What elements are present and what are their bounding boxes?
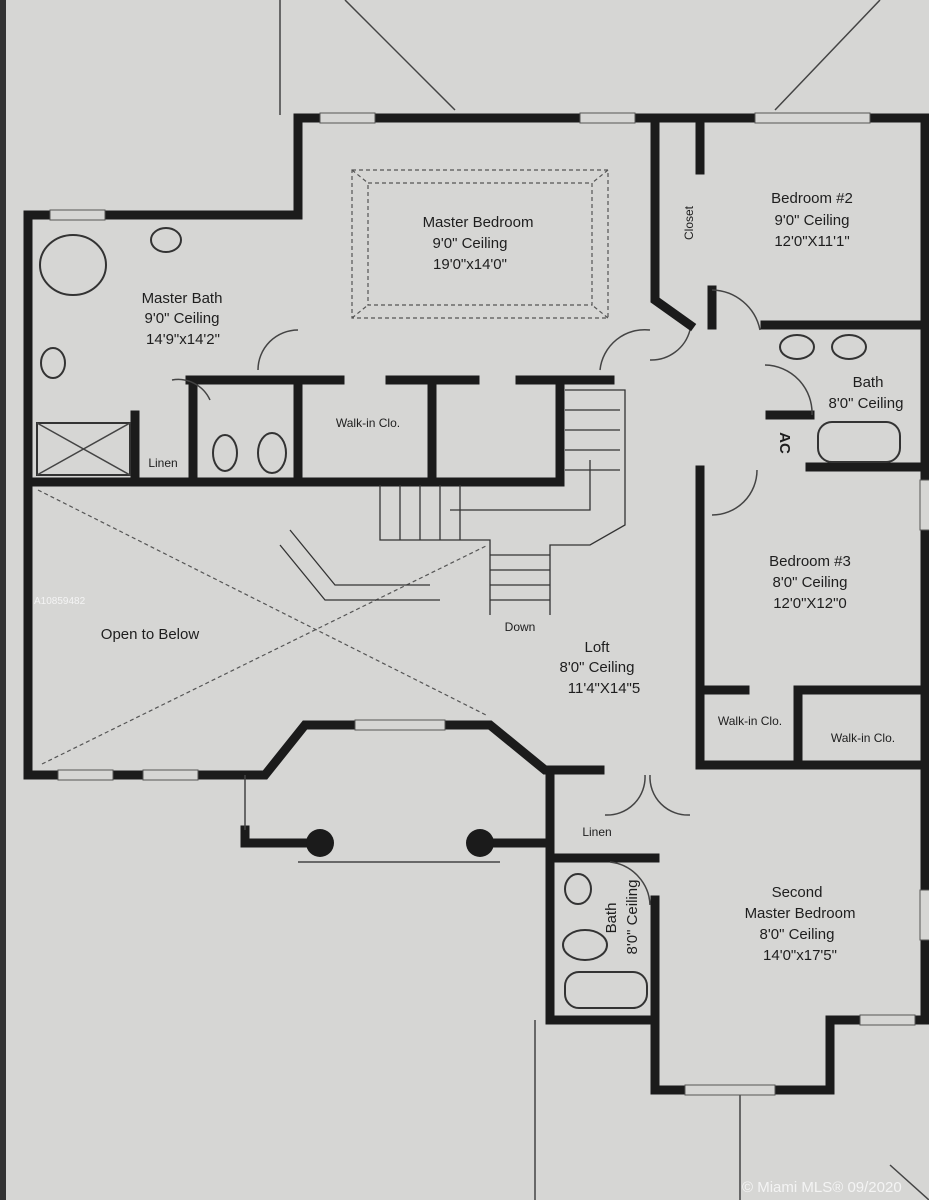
svg-text:Master Bath: Master Bath: [142, 290, 223, 307]
svg-text:19'0"x14'0": 19'0"x14'0": [433, 256, 507, 273]
svg-text:14'0"x17'5": 14'0"x17'5": [763, 947, 837, 964]
svg-text:Loft: Loft: [584, 639, 610, 656]
label-closet: Closet: [682, 205, 696, 240]
open-to-below-x: [37, 489, 489, 765]
label-walkin-master: Walk-in Clo.: [336, 416, 400, 430]
label-down: Down: [505, 620, 536, 634]
svg-text:12'0"X12"0: 12'0"X12"0: [773, 595, 847, 612]
copyright-watermark: © Miami MLS® 09/2020: [742, 1179, 902, 1196]
svg-text:9'0" Ceiling: 9'0" Ceiling: [145, 310, 220, 327]
fixtures: [36, 227, 901, 1009]
svg-text:9'0" Ceiling: 9'0" Ceiling: [775, 212, 850, 229]
svg-text:Second: Second: [772, 884, 823, 901]
room-bedroom-3: Bedroom #3 8'0" Ceiling 12'0"X12"0: [769, 553, 851, 612]
label-ac: AC: [776, 432, 793, 454]
svg-text:8'0" Ceiling: 8'0" Ceiling: [624, 880, 641, 955]
room-bedroom-2: Bedroom #2 9'0" Ceiling 12'0"X11'1": [771, 190, 853, 250]
svg-text:Master Bedroom: Master Bedroom: [745, 905, 856, 922]
label-linen-upper: Linen: [148, 456, 177, 470]
label-walkin-b3-left: Walk-in Clo.: [718, 714, 782, 728]
tray-ceiling: [351, 169, 609, 319]
svg-text:Bedroom #3: Bedroom #3: [769, 553, 851, 570]
svg-text:Master Bedroom: Master Bedroom: [423, 214, 534, 231]
room-bath-lower: Bath 8'0" Ceiling: [603, 880, 641, 955]
svg-text:9'0" Ceiling: 9'0" Ceiling: [433, 235, 508, 252]
svg-text:14'9"x14'2": 14'9"x14'2": [146, 331, 220, 348]
svg-text:12'0"X11'1": 12'0"X11'1": [774, 233, 849, 250]
room-second-master: Second Master Bedroom 8'0" Ceiling 14'0"…: [745, 884, 856, 964]
svg-text:11'4"X14"5: 11'4"X14"5: [568, 680, 640, 697]
label-linen-lower: Linen: [582, 825, 611, 839]
svg-text:Bedroom #2: Bedroom #2: [771, 190, 853, 207]
room-open-to-below: Open to Below: [101, 626, 200, 643]
listing-id-watermark: A10859482: [34, 596, 86, 607]
label-walkin-b3-right: Walk-in Clo.: [831, 731, 895, 745]
svg-text:8'0" Ceiling: 8'0" Ceiling: [829, 395, 904, 412]
staircase: [279, 389, 626, 615]
page-edge: [0, 0, 6, 1200]
room-bath-upper: Bath 8'0" Ceiling: [829, 374, 904, 412]
windows: [49, 112, 929, 1096]
doors: [171, 289, 813, 906]
svg-text:8'0" Ceiling: 8'0" Ceiling: [773, 574, 848, 591]
room-master-bath: Master Bath 9'0" Ceiling 14'9"x14'2": [142, 290, 223, 348]
room-loft: Loft 8'0" Ceiling 11'4"X14"5: [560, 639, 641, 697]
svg-text:8'0" Ceiling: 8'0" Ceiling: [760, 926, 835, 943]
svg-text:8'0" Ceiling: 8'0" Ceiling: [560, 659, 635, 676]
room-master-bedroom: Master Bedroom 9'0" Ceiling 19'0"x14'0": [423, 214, 534, 273]
roof-lines: [279, 0, 929, 1200]
svg-text:Bath: Bath: [853, 374, 884, 391]
svg-text:Bath: Bath: [603, 903, 620, 934]
